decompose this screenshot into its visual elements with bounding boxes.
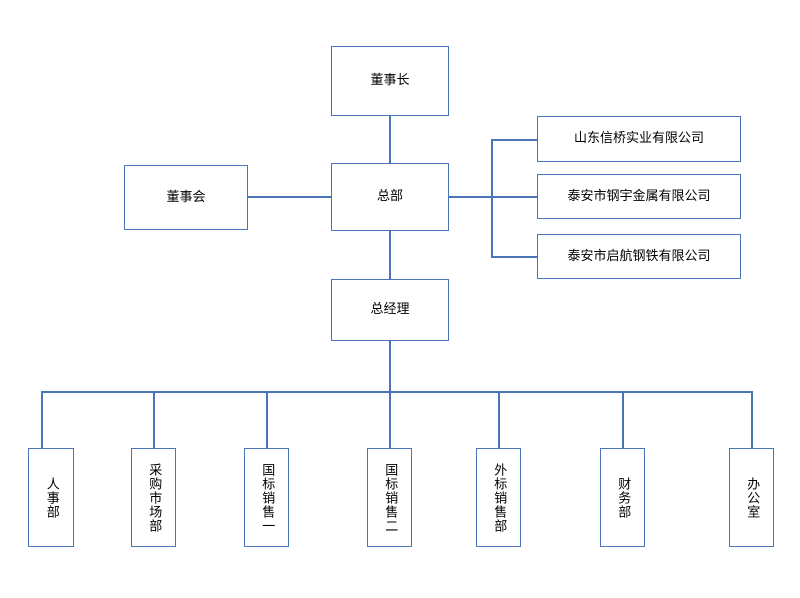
node-headquarters[interactable]: 总部 bbox=[331, 163, 449, 231]
connector-headquarters-general-manager bbox=[389, 231, 391, 279]
node-department-7-label: 办公室 bbox=[744, 476, 760, 519]
node-subsidiary-3-label: 泰安市启航钢铁有限公司 bbox=[567, 248, 711, 264]
node-department-2[interactable]: 采购市场部 bbox=[131, 448, 176, 547]
node-department-3-label: 国标销售一 bbox=[259, 462, 275, 533]
connector-subsidiary-3 bbox=[491, 256, 537, 258]
node-chairman-label: 董事长 bbox=[370, 73, 410, 89]
node-subsidiary-3[interactable]: 泰安市启航钢铁有限公司 bbox=[537, 234, 741, 279]
connector-department-bus bbox=[41, 391, 753, 393]
node-department-2-label: 采购市场部 bbox=[146, 462, 162, 533]
node-board-label: 董事会 bbox=[166, 189, 206, 205]
connector-department-drop-5 bbox=[498, 391, 500, 448]
node-board[interactable]: 董事会 bbox=[124, 165, 248, 230]
node-department-6-label: 财务部 bbox=[615, 476, 631, 519]
node-department-5[interactable]: 外标销售部 bbox=[476, 448, 521, 547]
node-general-manager-label: 总经理 bbox=[370, 302, 410, 318]
connector-department-drop-7 bbox=[751, 391, 753, 448]
node-department-4[interactable]: 国标销售二 bbox=[367, 448, 412, 547]
connector-subsidiary-1 bbox=[491, 139, 537, 141]
node-department-3[interactable]: 国标销售一 bbox=[244, 448, 289, 547]
node-general-manager[interactable]: 总经理 bbox=[331, 279, 449, 341]
connector-department-drop-1 bbox=[41, 391, 43, 448]
node-chairman[interactable]: 董事长 bbox=[331, 46, 449, 116]
connector-department-drop-4 bbox=[389, 391, 391, 448]
node-department-1[interactable]: 人事部 bbox=[28, 448, 74, 547]
connector-headquarters-subsidiary-bus bbox=[449, 196, 493, 198]
connector-subsidiary-bus bbox=[491, 139, 493, 257]
connector-department-drop-6 bbox=[622, 391, 624, 448]
node-department-7[interactable]: 办公室 bbox=[729, 448, 774, 547]
node-department-5-label: 外标销售部 bbox=[491, 462, 507, 533]
node-subsidiary-1[interactable]: 山东信桥实业有限公司 bbox=[537, 116, 741, 162]
connector-department-drop-3 bbox=[266, 391, 268, 448]
node-subsidiary-2-label: 泰安市钢宇金属有限公司 bbox=[567, 188, 711, 204]
node-subsidiary-1-label: 山东信桥实业有限公司 bbox=[573, 131, 704, 147]
connector-general-manager-drop bbox=[389, 341, 391, 392]
connector-subsidiary-2 bbox=[491, 196, 537, 198]
connector-chairman-headquarters bbox=[389, 116, 391, 163]
connector-department-drop-2 bbox=[153, 391, 155, 448]
node-subsidiary-2[interactable]: 泰安市钢宇金属有限公司 bbox=[537, 174, 741, 219]
node-department-6[interactable]: 财务部 bbox=[600, 448, 645, 547]
node-headquarters-label: 总部 bbox=[376, 189, 403, 205]
connector-board-headquarters bbox=[248, 196, 331, 198]
node-department-4-label: 国标销售二 bbox=[382, 462, 398, 533]
node-department-1-label: 人事部 bbox=[43, 476, 59, 519]
